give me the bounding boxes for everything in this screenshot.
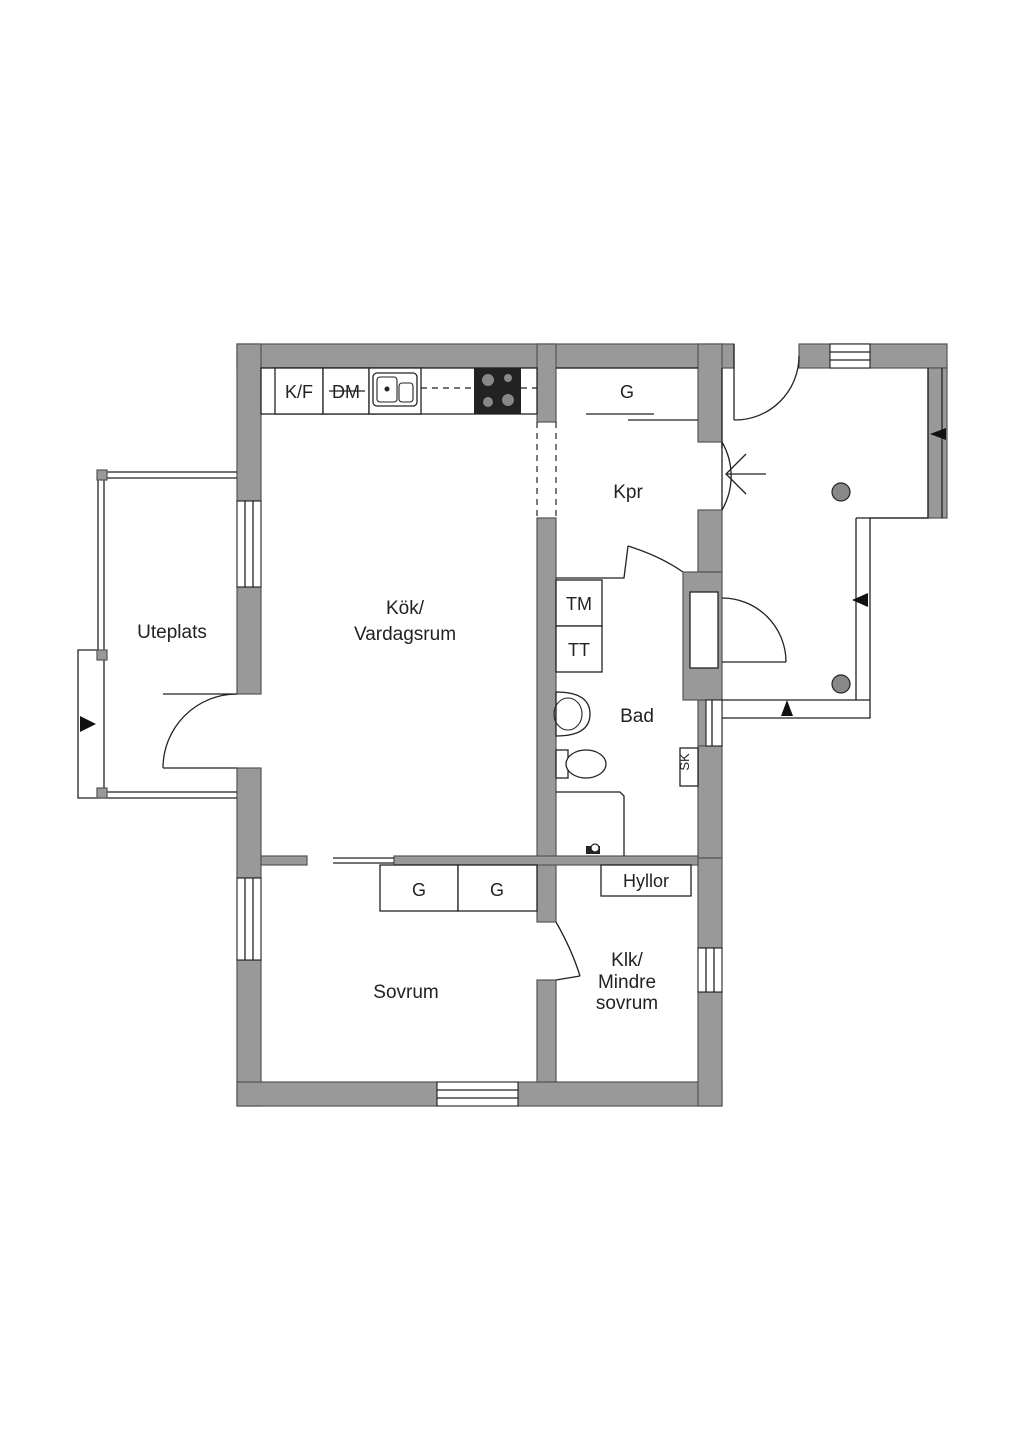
arrow-icon: [852, 593, 868, 607]
room-label-mindre: Mindre: [598, 972, 656, 993]
sk-label: SK: [677, 753, 692, 771]
window-left-upper: [236, 500, 262, 588]
lamp-icon: [831, 482, 851, 502]
arrow-icon: [930, 428, 946, 440]
washing-machine: [555, 579, 603, 627]
kitchen-counter: K/F DM: [260, 367, 538, 415]
kf-label: K/F: [285, 382, 313, 402]
room-label-bad: Bad: [620, 706, 654, 727]
g-sovrum-2-label: G: [490, 880, 504, 900]
hall-details: [725, 428, 946, 716]
bedroom-wardrobe: G G: [379, 864, 538, 912]
walls: [236, 343, 948, 1107]
tumble-dryer: [555, 625, 603, 673]
room-label-kpr: Kpr: [613, 482, 643, 503]
shower-icon: [586, 843, 600, 854]
sink-icon: [372, 372, 418, 407]
doors: [162, 344, 800, 981]
dm-label: DM: [332, 382, 360, 402]
hyllor-label: Hyllor: [623, 871, 669, 891]
washbasin-icon: [555, 691, 591, 737]
hall-outline: [721, 368, 943, 719]
window-left-lower: [236, 877, 262, 961]
entrance-arrow-icon: [725, 453, 766, 495]
windows: [236, 343, 871, 1107]
room-label-klk: Klk/: [611, 950, 643, 971]
room-label-sovrum: Sovrum: [373, 982, 438, 1003]
cabinet: [679, 747, 699, 787]
uteplats-terrace: [77, 469, 237, 799]
bathroom: TM TT SK: [553, 579, 699, 856]
arrow-icon: [781, 700, 793, 716]
window-bottom: [436, 1081, 519, 1107]
lamp-icon: [831, 674, 851, 694]
window-right-klk: [697, 947, 723, 993]
window-top-right: [829, 343, 871, 369]
room-label-kok: Kök/: [386, 598, 425, 619]
room-label-uteplats: Uteplats: [137, 622, 207, 643]
tt-label: TT: [568, 640, 590, 660]
klk-shelves: Hyllor: [600, 864, 692, 897]
g-sovrum-1-label: G: [412, 880, 426, 900]
g-kpr-label: G: [620, 382, 634, 402]
room-label-vardagsrum: Vardagsrum: [354, 624, 456, 645]
kitchen-opening: [536, 422, 557, 518]
room-label-sovrum-small: sovrum: [596, 993, 658, 1014]
window-right-bad: [705, 699, 723, 747]
entrance-arrow-icon: [80, 716, 96, 732]
toilet-icon: [555, 749, 607, 779]
kpr-wardrobe: G: [556, 367, 698, 402]
stove-icon: [474, 368, 521, 414]
room-labels: Kök/ Vardagsrum Uteplats Kpr Bad Sovrum …: [137, 482, 658, 1014]
tm-label: TM: [566, 594, 592, 614]
